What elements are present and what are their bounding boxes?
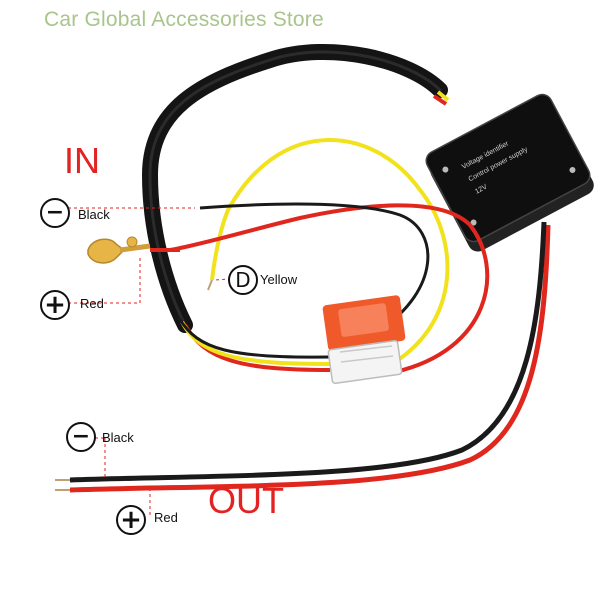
out-minus-symbol-icon: −: [66, 422, 96, 452]
out-black-label: Black: [102, 430, 134, 445]
black-wire-out: [69, 221, 547, 483]
red-wire-right-loop: [169, 203, 490, 374]
out-red-label: Red: [154, 510, 178, 525]
dimmer-symbol-icon: D: [228, 265, 258, 295]
in-section-heading: IN: [64, 140, 100, 181]
yellow-wire-tip: [207, 279, 213, 291]
dimmer-yellow-label: Yellow: [260, 272, 298, 287]
out-section-heading: OUT: [208, 480, 284, 521]
controller-module: Voltage identifier Control power supply …: [425, 93, 594, 252]
red-wire-out: [69, 224, 551, 493]
fuse-holder: [322, 295, 406, 385]
black-wire-middle: [199, 202, 430, 332]
minus-symbol-icon: −: [40, 198, 70, 228]
yellow-wire-right-loop: [210, 137, 450, 364]
in-red-label: Red: [80, 296, 104, 311]
out-plus-symbol-icon: +: [116, 505, 146, 535]
in-black-label: Black: [78, 207, 110, 222]
fork-terminal: [87, 236, 151, 264]
store-watermark: Car Global Accessories Store: [44, 8, 324, 31]
plus-symbol-icon: +: [40, 290, 70, 320]
